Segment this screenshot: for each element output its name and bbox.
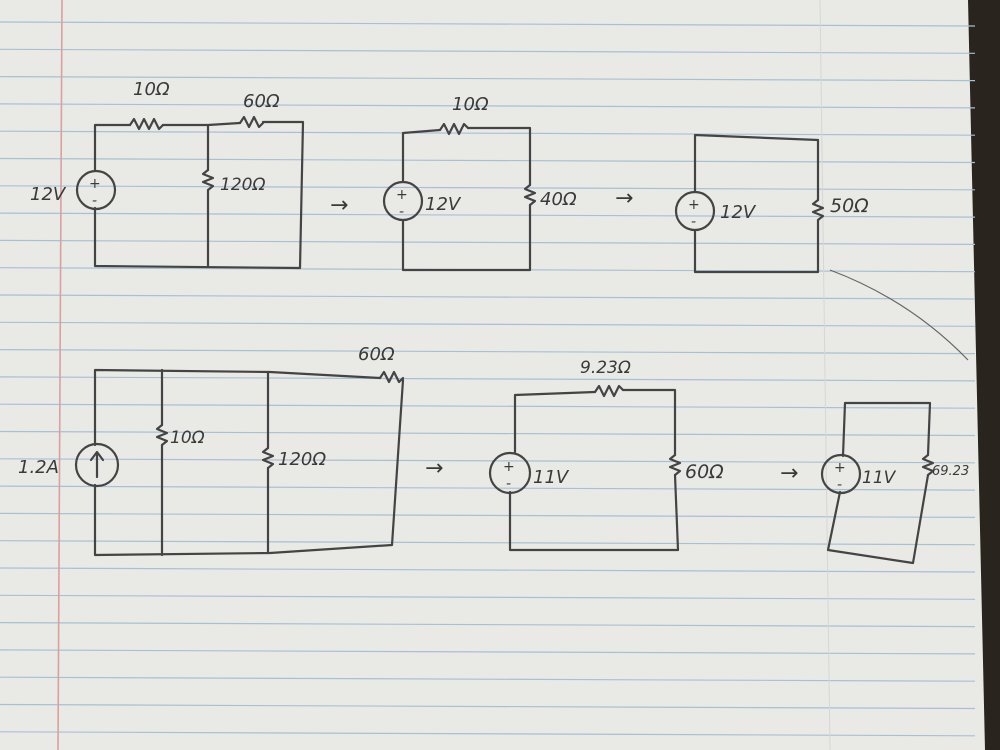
margin-line — [57, 0, 63, 750]
ruled-line — [0, 294, 976, 300]
ruled-line — [0, 649, 976, 655]
ruled-line — [0, 212, 976, 218]
minus-sign: - — [837, 477, 842, 493]
source-label-1: 12V — [30, 184, 67, 205]
ruled-line — [0, 731, 976, 737]
circuit-2: + - 12V 10Ω 40Ω — [382, 94, 577, 272]
ruled-line — [0, 130, 976, 136]
source-label-3: 12V — [720, 202, 757, 223]
ruled-line — [0, 594, 976, 600]
voltage-source-2 — [382, 180, 424, 222]
plus-sign: + — [89, 176, 101, 192]
ruled-line — [0, 103, 976, 109]
minus-sign: - — [92, 193, 97, 209]
plus-sign: + — [688, 197, 700, 213]
minus-sign: - — [691, 214, 696, 230]
plus-sign: + — [834, 460, 846, 476]
source-label-5: 11V — [533, 467, 570, 488]
minus-sign: - — [399, 204, 404, 220]
ruled-line — [0, 621, 976, 628]
arrow-4: → — [780, 461, 798, 486]
source-label-4: 1.2A — [18, 457, 59, 478]
voltage-source-5 — [488, 451, 532, 495]
ruled-line — [0, 157, 976, 164]
current-source — [74, 442, 120, 488]
ruled-line — [0, 567, 976, 573]
ruled-line — [0, 676, 976, 682]
plus-sign: + — [396, 187, 408, 203]
ruled-line — [0, 321, 976, 327]
arrow-up-icon — [89, 450, 105, 479]
voltage-source-1 — [75, 169, 117, 211]
circuit-4: 1.2A 10Ω 120Ω 60Ω — [18, 344, 405, 557]
resistor-label-60: 60Ω — [685, 461, 724, 483]
arrow-2: → — [615, 186, 633, 211]
plus-sign: + — [503, 459, 515, 475]
voltage-source-6 — [820, 453, 862, 495]
stray-pencil-stroke — [829, 269, 969, 361]
voltage-source-3 — [674, 190, 716, 232]
page-crease — [819, 0, 831, 750]
resistor-label-50: 50Ω — [830, 195, 869, 217]
resistor-label-120: 120Ω — [220, 175, 265, 195]
circuit-1: + - 12V 10Ω 60Ω 120Ω — [30, 79, 305, 270]
resistor-label-9.23: 9.23Ω — [580, 358, 631, 378]
circuit-6: + - 11V 69.23 — [820, 401, 969, 565]
ruled-line — [0, 21, 976, 27]
arrow-1: → — [330, 193, 348, 218]
ruled-line — [0, 185, 976, 191]
ruled-line — [0, 703, 976, 710]
resistor-label-60: 60Ω — [243, 91, 280, 112]
resistor-label-60: 60Ω — [358, 344, 395, 365]
resistor-label-40: 40Ω — [540, 189, 577, 210]
circuit-5: + - 11V 9.23Ω 60Ω — [488, 358, 724, 552]
resistor-label-69.23: 69.23 — [932, 464, 969, 479]
arrow-3: → — [425, 456, 443, 481]
resistor-label-120: 120Ω — [278, 449, 326, 470]
ruled-line — [0, 76, 976, 82]
ruled-line — [0, 48, 976, 54]
source-label-6: 11V — [862, 468, 897, 488]
ruled-line — [0, 239, 976, 245]
resistor-label-10: 10Ω — [170, 428, 205, 448]
circuit-3: + - 12V 50Ω — [674, 133, 869, 274]
resistor-label-10: 10Ω — [133, 79, 170, 100]
minus-sign: - — [506, 476, 511, 492]
source-label-2: 12V — [425, 194, 462, 215]
resistor-label-10: 10Ω — [452, 94, 489, 115]
ruled-line — [0, 349, 976, 355]
